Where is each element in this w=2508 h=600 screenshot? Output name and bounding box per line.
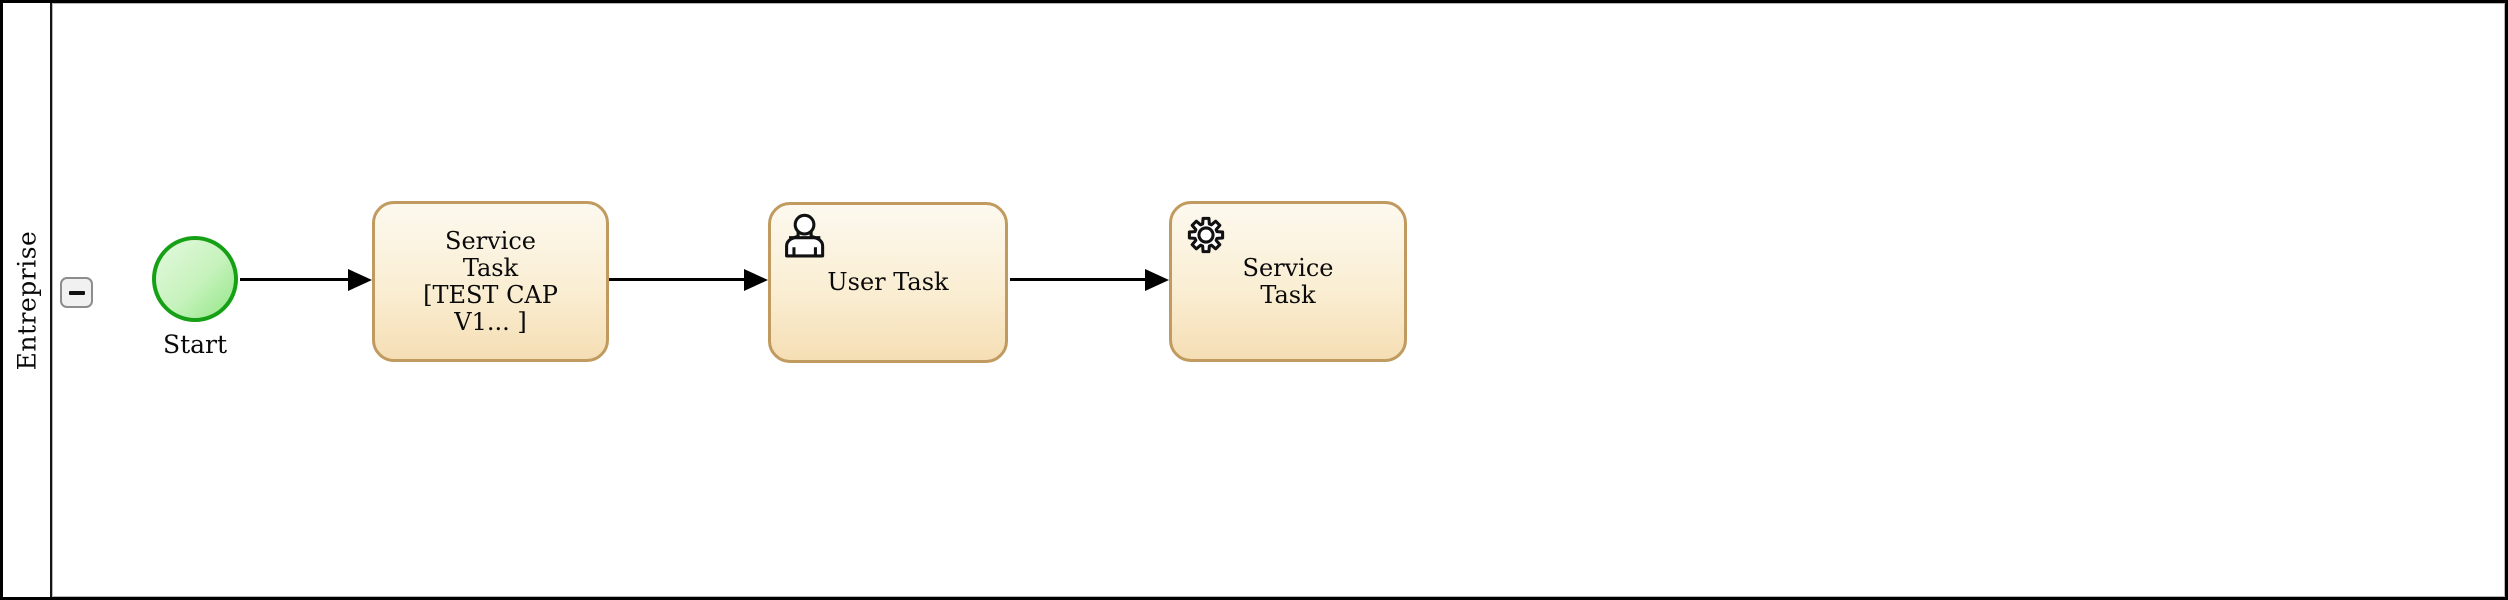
user-icon <box>782 213 828 259</box>
gear-icon <box>1183 212 1229 258</box>
sequence-flow[interactable] <box>1010 268 1169 291</box>
task-label-line: Task <box>462 253 519 282</box>
lane-body <box>52 3 2505 597</box>
arrowhead-icon <box>348 268 372 291</box>
task-label-line: Task <box>1260 280 1316 309</box>
task-label-line: User Task <box>827 268 949 296</box>
collapse-pool-button[interactable] <box>60 277 93 308</box>
lane-label: Entreprise <box>3 3 50 597</box>
start-event[interactable] <box>152 236 238 322</box>
sequence-flow[interactable] <box>609 268 768 291</box>
task-service-test-cap[interactable]: Service Task [TEST CAP V1... ] <box>372 201 609 362</box>
task-service[interactable]: Service Task <box>1169 201 1407 362</box>
sequence-flow[interactable] <box>240 268 372 291</box>
arrowhead-icon <box>744 268 768 291</box>
minus-icon <box>68 290 85 295</box>
task-label-line: Service <box>1242 253 1334 282</box>
start-event-label: Start <box>162 330 228 359</box>
task-label-line: [TEST CAP <box>423 280 558 309</box>
task-label-line: V1... ] <box>454 307 527 336</box>
arrowhead-icon <box>1145 268 1169 291</box>
lane-divider <box>50 3 52 597</box>
lane-label-text: Entreprise <box>12 230 41 370</box>
task-label-line: Service <box>445 226 536 255</box>
task-user[interactable]: User Task <box>768 202 1008 363</box>
